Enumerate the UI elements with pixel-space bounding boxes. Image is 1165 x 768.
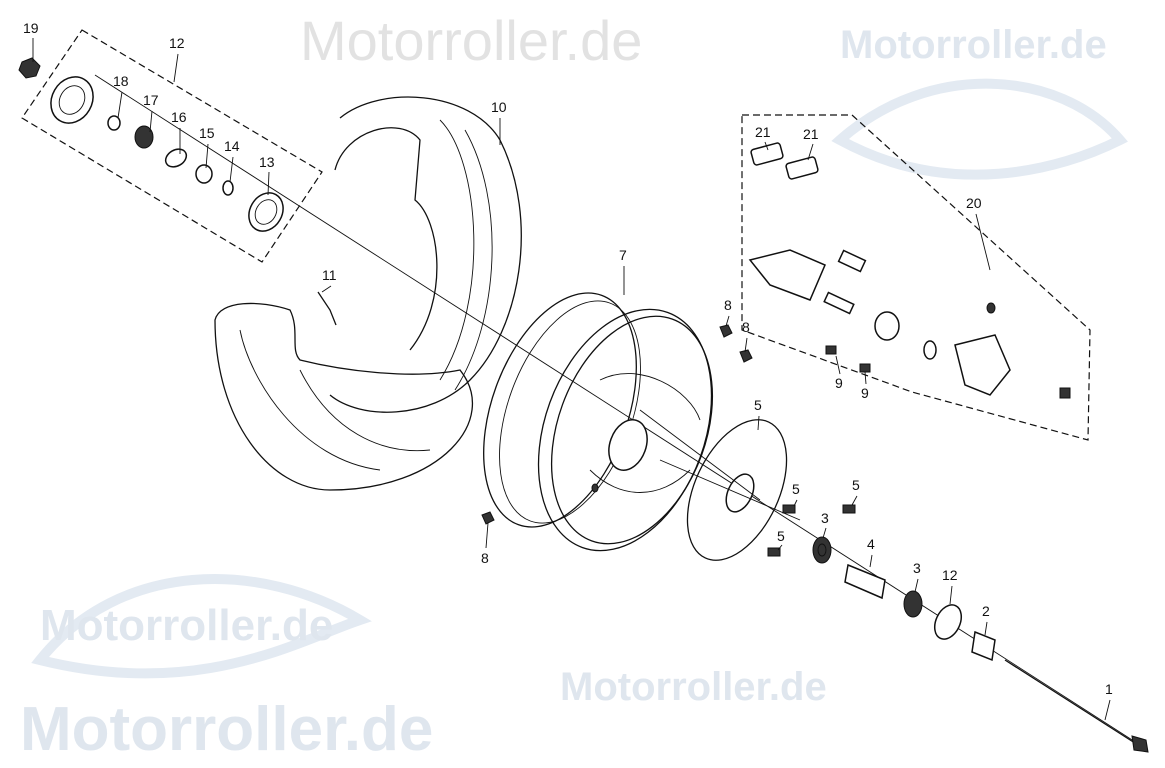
gear-17 [134, 125, 154, 149]
label-19: 19 [23, 20, 39, 36]
label-8b: 8 [742, 319, 750, 335]
label-8a: 8 [724, 297, 732, 313]
label-5b: 5 [792, 481, 800, 497]
valve-11 [317, 291, 337, 326]
label-5a: 5 [754, 397, 762, 413]
part-labels: 19 12 18 17 16 15 14 13 10 11 7 8 8 8 5 … [23, 20, 1113, 697]
speedo-gear-housing [50, 76, 94, 124]
label-5c: 5 [852, 477, 860, 493]
brake-pad-21b [785, 156, 819, 180]
label-4: 4 [867, 536, 875, 552]
speedo-drive-parts [18, 57, 284, 232]
label-9a: 9 [835, 375, 843, 391]
nut-19 [18, 57, 41, 79]
nuts-8 [481, 324, 753, 525]
label-3a: 3 [821, 510, 829, 526]
label-13: 13 [259, 154, 275, 170]
watermark-logos: Motorroller.de Motorroller.de Motorrolle… [20, 9, 1128, 764]
rim-7 [483, 292, 714, 552]
caliper-bracket [748, 249, 826, 301]
label-16: 16 [171, 109, 187, 125]
brake-pad-21 [750, 142, 784, 166]
label-14: 14 [224, 138, 240, 154]
label-18: 18 [113, 73, 129, 89]
label-12b: 12 [942, 567, 958, 583]
watermark-center: Motorroller.de [40, 601, 333, 650]
label-21a: 21 [755, 124, 771, 140]
watermark-right: Motorroller.de [840, 23, 1107, 67]
leader-lines [32, 38, 1111, 721]
label-9b: 9 [861, 385, 869, 401]
label-10: 10 [491, 99, 507, 115]
seal-12 [933, 604, 963, 640]
caliper-group-box [741, 114, 1091, 441]
watermark-bottom-right: Motorroller.de [560, 665, 827, 709]
caliper-body [954, 334, 1011, 396]
bolts-5 [767, 504, 856, 557]
label-3b: 3 [913, 560, 921, 576]
label-12: 12 [169, 35, 185, 51]
label-20: 20 [966, 195, 982, 211]
oil-seal-13 [248, 192, 284, 232]
label-15: 15 [199, 125, 215, 141]
label-11: 11 [322, 267, 337, 283]
watermark-bottom-left: Motorroller.de [20, 695, 433, 764]
label-2: 2 [982, 603, 990, 619]
watermark-top: Motorroller.de [300, 9, 642, 72]
piston [874, 311, 900, 341]
label-5d: 5 [777, 528, 785, 544]
caliper-parts [748, 142, 1071, 399]
speedo-drive-group-box [21, 29, 323, 263]
label-7: 7 [619, 247, 627, 263]
axle-parts [812, 536, 1149, 753]
tire-10 [214, 96, 522, 491]
axle-centerline [94, 74, 1141, 746]
brake-disc [639, 409, 801, 561]
collar-2 [971, 630, 996, 662]
label-8c: 8 [481, 550, 489, 566]
spacer-4 [844, 563, 886, 600]
axle-bolt-1 [1004, 659, 1139, 746]
label-17: 17 [143, 92, 159, 108]
label-1: 1 [1105, 681, 1113, 697]
label-21b: 21 [803, 126, 819, 142]
